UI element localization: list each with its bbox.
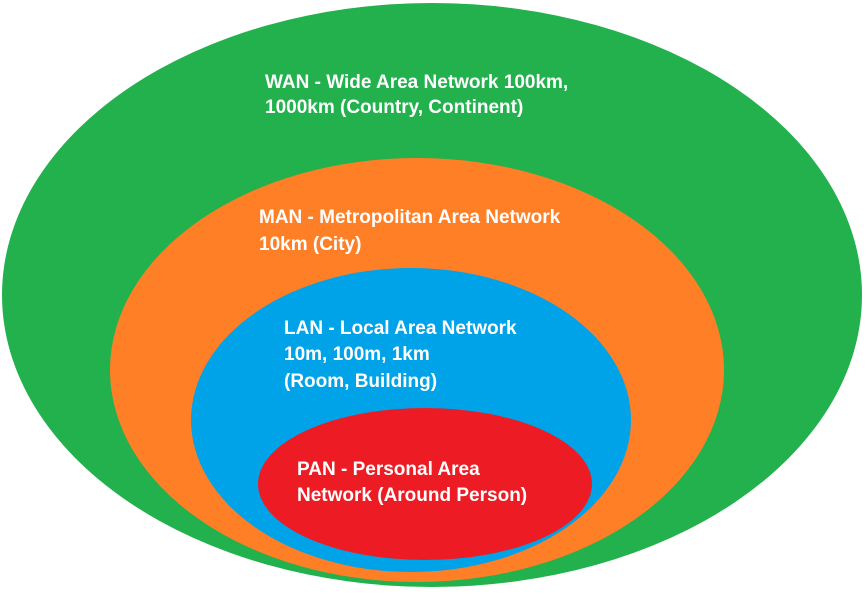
- wan-label-line-1: WAN - Wide Area Network 100km,: [265, 72, 568, 93]
- pan-label-line-1: PAN - Personal Area: [297, 459, 480, 480]
- wan-label-line-2: 1000km (Country, Continent): [265, 97, 523, 118]
- lan-label-line-2: 10m, 100m, 1km: [284, 344, 430, 365]
- pan-label-line-2: Network (Around Person): [297, 485, 527, 506]
- man-label-line-1: MAN - Metropolitan Area Network: [259, 207, 561, 228]
- lan-label-line-1: LAN - Local Area Network: [284, 318, 517, 339]
- pan-label: PAN - Personal Area Network (Around Pers…: [297, 459, 527, 506]
- man-label: MAN - Metropolitan Area Network 10km (Ci…: [259, 207, 566, 255]
- wan-label: WAN - Wide Area Network 100km, 1000km (C…: [265, 72, 574, 118]
- man-label-line-2: 10km (City): [259, 234, 361, 255]
- pan-ellipse: [258, 408, 592, 560]
- lan-label-line-3: (Room, Building): [284, 371, 437, 392]
- lan-label: LAN - Local Area Network 10m, 100m, 1km …: [284, 318, 522, 392]
